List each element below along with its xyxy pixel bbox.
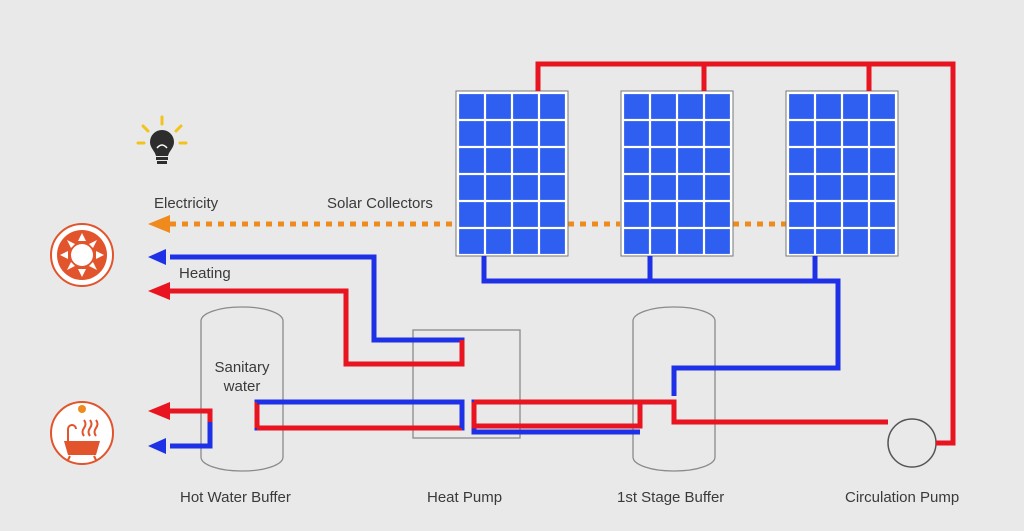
hot-bath-icon — [50, 401, 114, 465]
circulation-pump — [887, 418, 937, 468]
heating-label: Heating — [179, 265, 231, 282]
heating-hot-arrow — [148, 282, 170, 300]
hot-water-buffer-label: Hot Water Buffer — [180, 489, 291, 506]
circulation-pump-label: Circulation Pump — [845, 489, 960, 506]
heating-cold-arrow — [148, 249, 166, 265]
first-stage-buffer-label: 1st Stage Buffer — [617, 489, 725, 506]
sun-heating-icon — [50, 223, 114, 287]
water-hot-arrow — [148, 402, 170, 420]
solar-panel-2 — [620, 90, 734, 257]
sanitary-water-label-line2: water — [223, 378, 261, 395]
light-bulb-icon — [136, 115, 188, 164]
heat-pump-box — [412, 329, 521, 439]
water-cold-arrow — [148, 438, 166, 454]
solar-panel-1 — [455, 90, 569, 257]
electricity-label: Electricity — [154, 195, 219, 212]
heat-pump-label: Heat Pump — [427, 489, 503, 506]
solar-collectors-label: Solar Collectors — [327, 195, 433, 212]
sanitary-water-label-line1: Sanitary — [214, 359, 270, 376]
electricity-arrow — [148, 215, 170, 233]
solar-panel-3 — [785, 90, 899, 257]
